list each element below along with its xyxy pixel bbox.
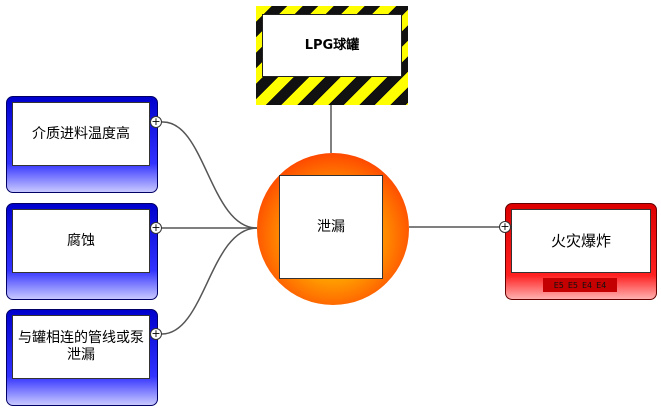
hazard-label: LPG球罐 bbox=[262, 14, 402, 77]
expand-threat-1-icon[interactable]: + bbox=[150, 115, 162, 128]
expand-consequence-icon[interactable]: + bbox=[499, 220, 511, 233]
barrier-tag: E5 bbox=[553, 280, 564, 290]
barrier-tag: E5 bbox=[567, 280, 578, 290]
consequence-label: 火灾爆炸 bbox=[511, 209, 651, 273]
threat-label-2: 腐蚀 bbox=[12, 209, 150, 273]
expand-threat-2-icon[interactable]: + bbox=[150, 221, 162, 234]
barrier-tags: E5 E5 E4 E4 bbox=[543, 278, 617, 292]
top-event-label: 泄漏 bbox=[279, 175, 383, 279]
expand-threat-3-icon[interactable]: + bbox=[150, 327, 162, 340]
barrier-tag: E4 bbox=[596, 280, 607, 290]
threat-label-3: 与罐相连的管线或泵泄漏 bbox=[12, 315, 150, 379]
barrier-tag: E4 bbox=[582, 280, 593, 290]
threat-3-connector bbox=[161, 227, 258, 335]
threat-1-connector bbox=[161, 121, 258, 229]
threat-label-1: 介质进料温度高 bbox=[12, 102, 150, 166]
